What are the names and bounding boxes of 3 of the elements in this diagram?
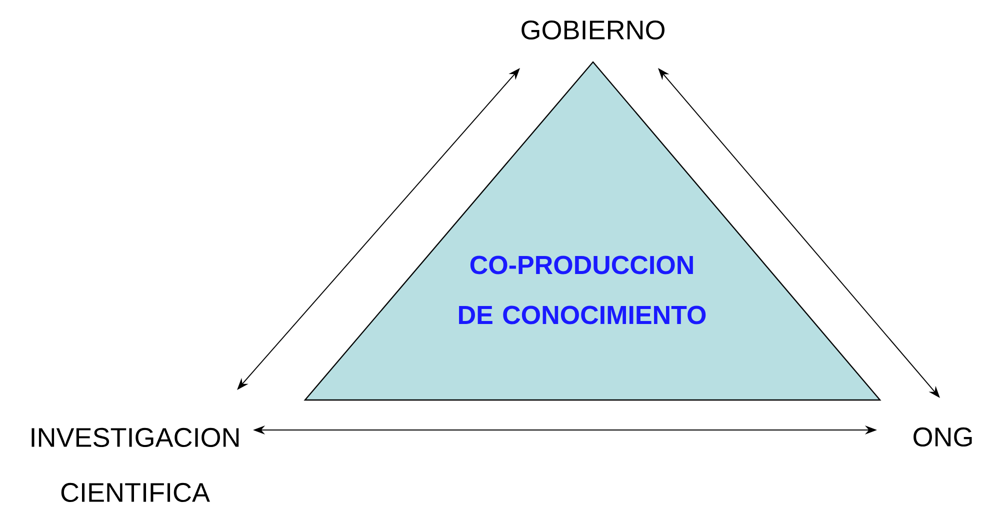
- label-text: ONG: [914, 427, 972, 447]
- label-text: INVESTIGACION CIENTIFICA: [32, 428, 239, 502]
- label-text: GOBIERNO: [522, 20, 664, 40]
